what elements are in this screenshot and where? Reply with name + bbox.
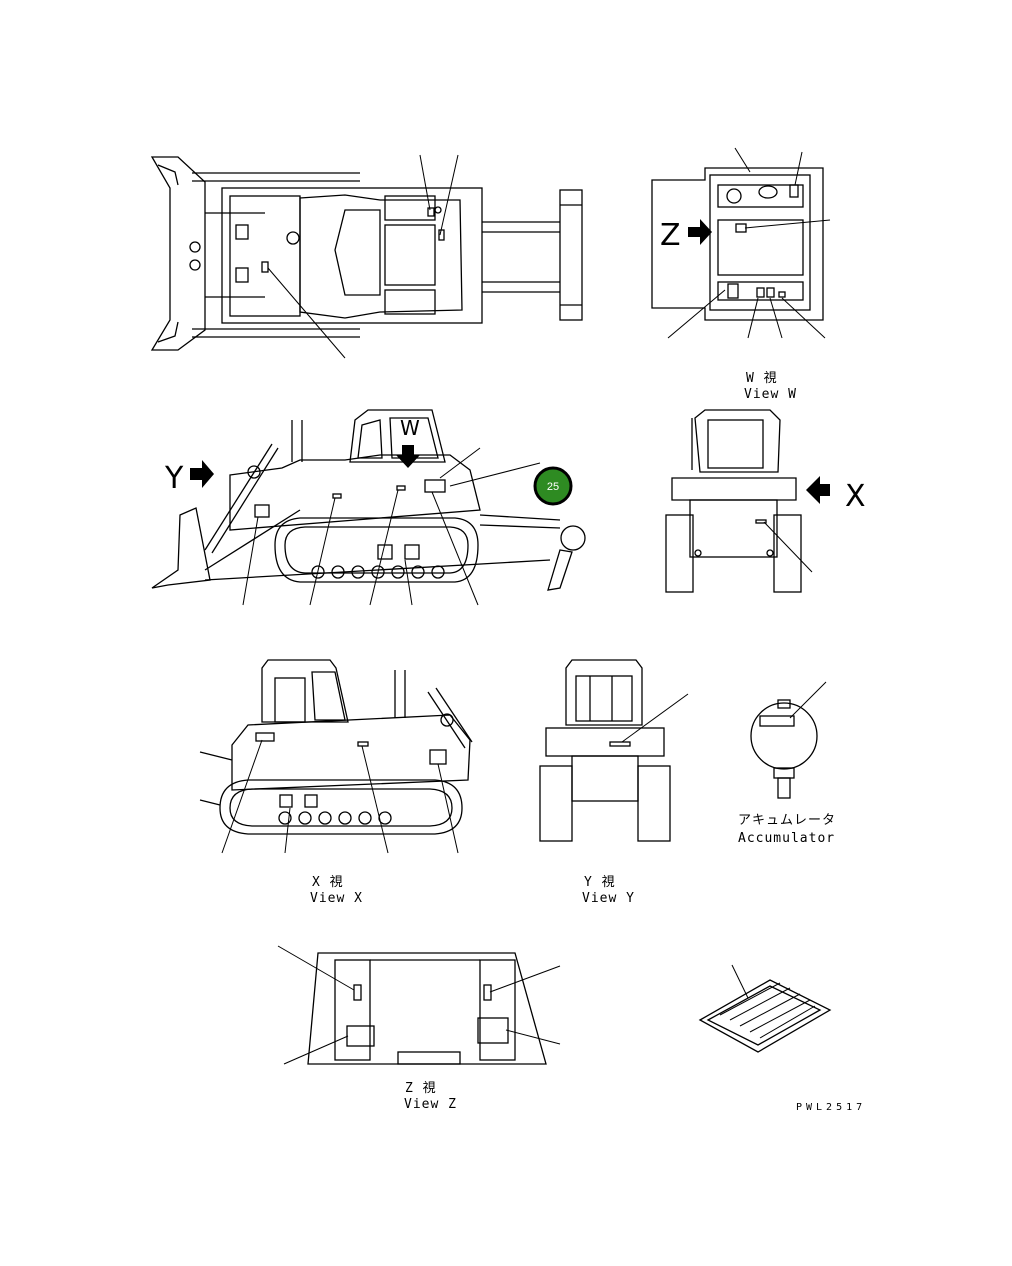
rear-view-x: X <box>665 409 866 593</box>
view-x: X 視 View X <box>199 659 473 906</box>
arrow-left-icon <box>806 476 830 504</box>
accumulator-label-en: Accumulator <box>738 831 835 846</box>
arrow-y-letter: Y <box>164 461 184 496</box>
view-y-label-en: View Y <box>582 891 635 906</box>
arrow-right-icon <box>190 460 214 488</box>
arrow-z-letter: Z <box>660 218 681 253</box>
top-view <box>150 154 583 359</box>
view-x-label-en: View X <box>310 891 363 906</box>
callout-25[interactable]: 25 <box>533 466 573 506</box>
drawing-code: PWL2517 <box>796 1102 866 1113</box>
view-w-label-jp: W 視 <box>746 371 778 386</box>
accumulator-label-jp: アキュムレータ <box>738 813 836 828</box>
view-z-label-jp: Z 視 <box>405 1081 437 1096</box>
view-x-label-jp: X 視 <box>312 875 344 890</box>
decal-sheet <box>698 964 832 1053</box>
view-w: Z W 視 View W <box>651 147 831 402</box>
side-view: Y W <box>151 409 586 606</box>
view-y-label-jp: Y 視 <box>584 875 616 890</box>
view-w-label-en: View W <box>744 387 797 402</box>
view-y: Y 視 View Y <box>539 659 689 906</box>
arrow-right-icon <box>688 219 712 245</box>
arrow-w-letter: W <box>400 416 420 440</box>
view-z: Z 視 View Z <box>277 945 561 1112</box>
callout-number: 25 <box>547 481 559 493</box>
accumulator: アキュムレータ Accumulator <box>738 681 836 846</box>
callout-circle <box>533 466 573 506</box>
arrow-x-letter: X <box>845 479 866 514</box>
arrow-down-icon <box>396 445 420 468</box>
view-z-label-en: View Z <box>404 1097 457 1112</box>
